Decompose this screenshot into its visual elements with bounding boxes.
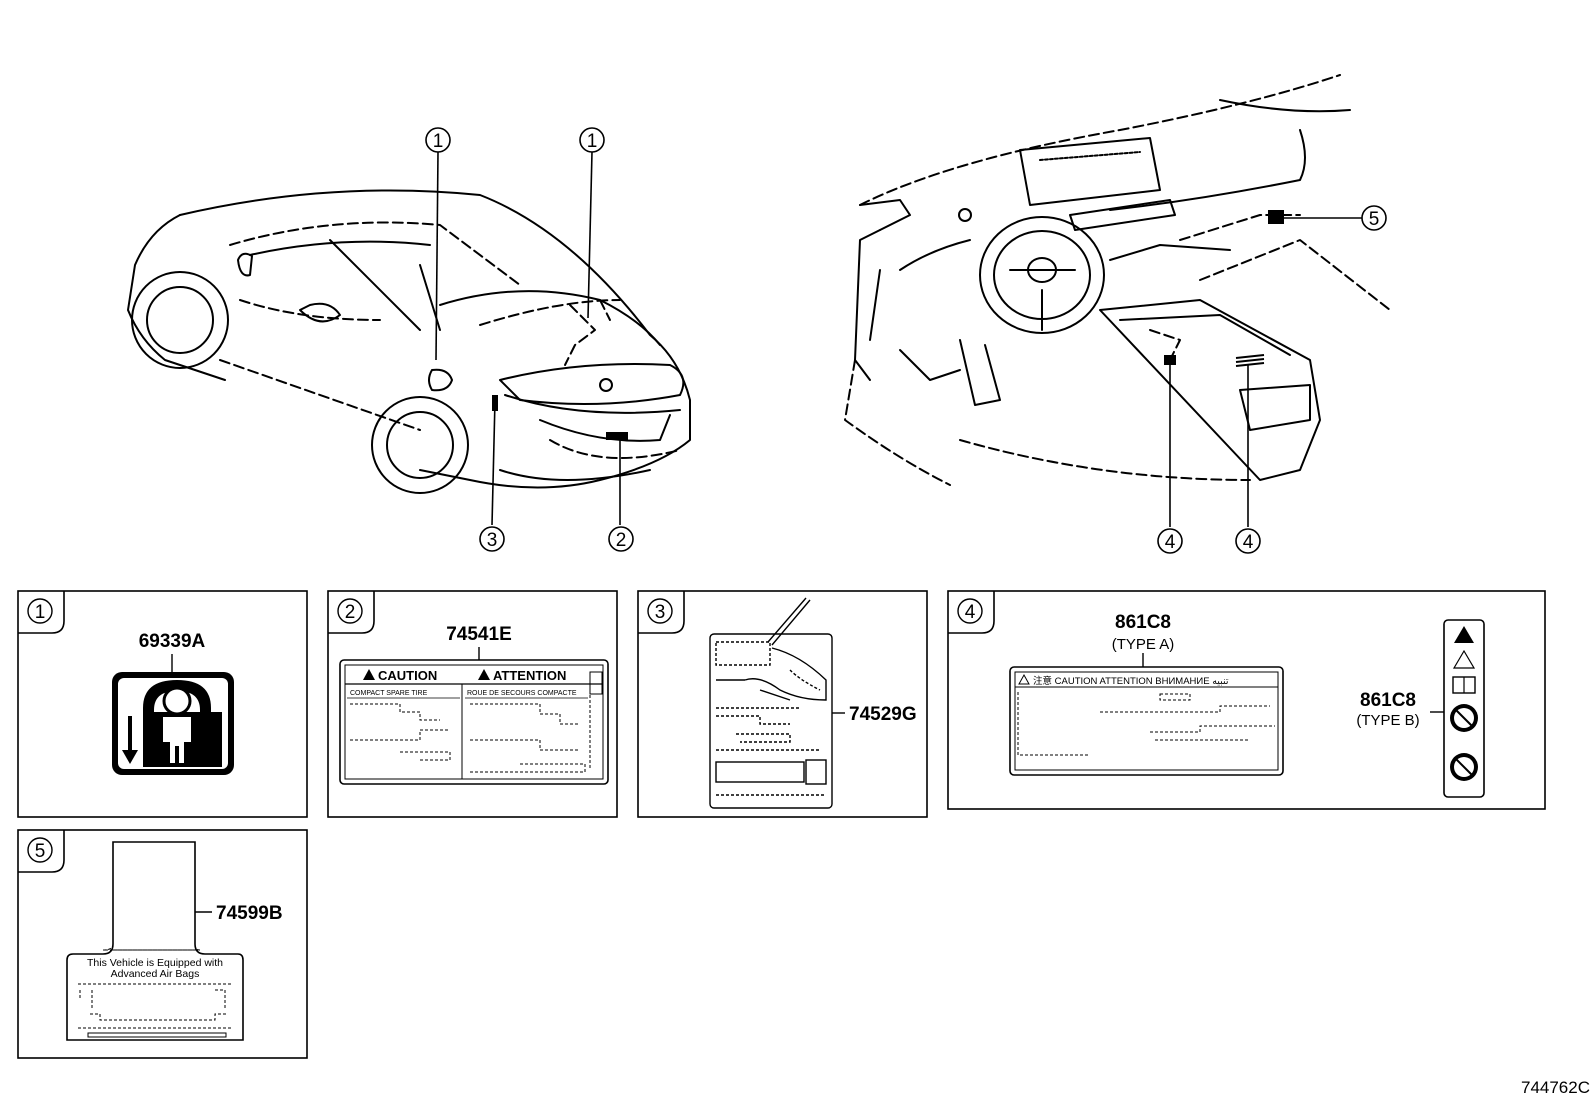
svg-text:Advanced Air Bags: Advanced Air Bags xyxy=(111,968,200,980)
svg-text:COMPACT SPARE TIRE: COMPACT SPARE TIRE xyxy=(350,690,428,697)
part-number-861C8-type-a: 861C8 xyxy=(1115,612,1171,633)
panel-4: 4 861C8 (TYPE A) 注意 CAUTION ATTENTION ВН… xyxy=(947,590,1546,810)
callout-1a: 1 xyxy=(425,127,451,153)
part-number-69339A: 69339A xyxy=(139,631,206,652)
callout-2: 2 xyxy=(608,526,634,552)
interior-illustration xyxy=(844,74,1391,486)
label-marker-4b xyxy=(1235,354,1265,367)
spare-tire-caution-label: CAUTION ATTENTION COMPACT SPARE TIRE ROU… xyxy=(339,659,609,785)
svg-text:4: 4 xyxy=(1165,532,1176,553)
rear-car-illustration xyxy=(127,189,691,494)
svg-text:注意 CAUTION ATTENTION ВНИМАН: 注意 CAUTION ATTENTION ВНИМАНИЕ تنبيه xyxy=(1033,675,1229,687)
panel-5: 5 This Vehicle is Equipped with Advanced… xyxy=(17,829,308,1059)
svg-text:1: 1 xyxy=(433,131,444,152)
svg-text:This Vehicle is Equipped with: This Vehicle is Equipped with xyxy=(87,957,223,969)
callout-1b: 1 xyxy=(579,127,605,153)
callout-3: 3 xyxy=(479,526,505,552)
panel-1: 1 69339A xyxy=(17,590,308,818)
panel-2: 2 74541E CAUTION ATTENTION COMPACT SPARE… xyxy=(327,590,618,818)
figure-id: 744762C xyxy=(1521,1078,1590,1097)
part-number-74599B: 74599B xyxy=(216,903,283,924)
advanced-airbag-hang-tag: This Vehicle is Equipped with Advanced A… xyxy=(66,841,244,1041)
label-marker-2 xyxy=(606,432,628,440)
svg-text:(TYPE A): (TYPE A) xyxy=(1112,636,1175,653)
airbag-warning-label-type-b xyxy=(1443,619,1485,798)
part-number-861C8-type-b: 861C8 xyxy=(1360,690,1416,711)
svg-text:3: 3 xyxy=(487,530,498,551)
svg-text:4: 4 xyxy=(965,602,976,623)
label-marker-5 xyxy=(1268,210,1284,224)
callout-4b: 4 xyxy=(1235,528,1261,554)
jack-instruction-label xyxy=(709,597,833,809)
svg-text:2: 2 xyxy=(616,530,627,551)
svg-text:3: 3 xyxy=(655,602,666,623)
svg-text:CAUTION: CAUTION xyxy=(378,668,437,683)
callout-5: 5 xyxy=(1361,205,1387,231)
svg-text:1: 1 xyxy=(587,131,598,152)
svg-text:5: 5 xyxy=(35,841,46,862)
svg-text:(TYPE B): (TYPE B) xyxy=(1356,712,1419,729)
panel-3: 3 74529G xyxy=(637,590,928,818)
part-number-74541E: 74541E xyxy=(446,624,512,645)
svg-text:2: 2 xyxy=(345,602,356,623)
part-number-74529G: 74529G xyxy=(849,704,917,725)
svg-text:5: 5 xyxy=(1369,209,1380,230)
svg-text:ROUE DE SECOURS COMPACTE: ROUE DE SECOURS COMPACTE xyxy=(467,690,577,697)
callout-4a: 4 xyxy=(1157,528,1183,554)
svg-text:4: 4 xyxy=(1243,532,1254,553)
airbag-warning-label-type-a: 注意 CAUTION ATTENTION ВНИМАНИЕ تنبيه xyxy=(1009,666,1284,776)
child-lock-label xyxy=(112,672,234,775)
svg-text:1: 1 xyxy=(35,602,46,623)
svg-text:ATTENTION: ATTENTION xyxy=(493,668,566,683)
